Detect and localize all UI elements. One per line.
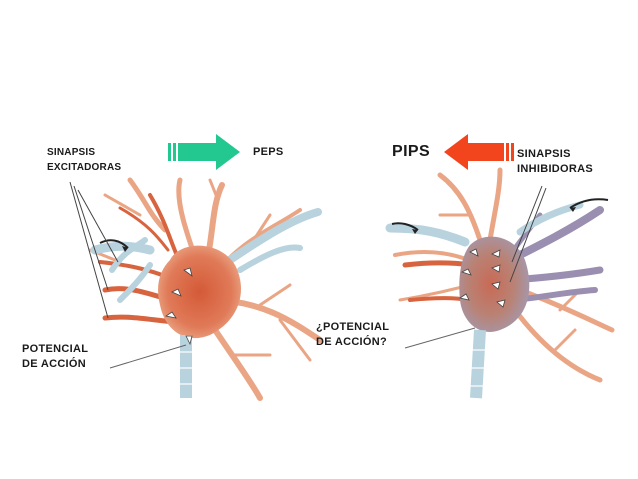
left-soma: [158, 245, 242, 339]
potencial-accion-line1: POTENCIAL: [22, 343, 89, 355]
potencial-accion-line2: DE ACCIÓN: [22, 358, 87, 370]
right-axon-segments: [470, 349, 485, 387]
right-flow-arrow-icon-right: [569, 198, 609, 209]
left-flow-arrow-icon: [99, 239, 129, 249]
peps-label: PEPS: [253, 146, 284, 158]
right-dendrites: [393, 167, 615, 383]
right-ipsp-arrows: [458, 248, 506, 308]
right-flow-arrow-icon-left: [391, 222, 419, 231]
sinapsis-inhibidoras-label: SINAPSIS INHIBIDORAS: [517, 147, 593, 177]
left-axon-segments: [180, 351, 192, 385]
pips-label: PIPS: [392, 143, 431, 160]
potencial-accion-question-line1: ¿POTENCIAL: [316, 321, 390, 333]
inhibitory-pointer-lines: [509, 185, 547, 283]
left-epsp-arrows: [164, 267, 193, 346]
sinapsis-excitadoras-line2: EXCITADORAS: [47, 162, 122, 173]
sinapsis-excitadoras-label: SINAPSIS EXCITADORAS: [47, 145, 121, 175]
action-potential-pointer-line: [109, 344, 187, 369]
potencial-accion-label: POTENCIAL DE ACCIÓN: [22, 342, 88, 372]
excitatory-pointer-lines: [69, 181, 119, 319]
left-blue-axons: [90, 208, 322, 303]
potencial-accion-question-line2: DE ACCIÓN?: [316, 336, 388, 348]
question-pointer-line: [404, 327, 476, 349]
potencial-accion-question-label: ¿POTENCIAL DE ACCIÓN?: [316, 320, 389, 350]
sinapsis-inhibidoras-line1: SINAPSIS: [517, 148, 571, 160]
pips-arrow-icon: [444, 134, 514, 170]
right-neuron: [385, 167, 615, 399]
peps-arrow-icon: [168, 134, 240, 170]
sinapsis-inhibidoras-line2: INHIBIDORAS: [517, 163, 594, 175]
sinapsis-excitadoras-line1: SINAPSIS: [47, 147, 96, 158]
right-axon: [470, 329, 486, 399]
left-neuron: [88, 177, 323, 401]
